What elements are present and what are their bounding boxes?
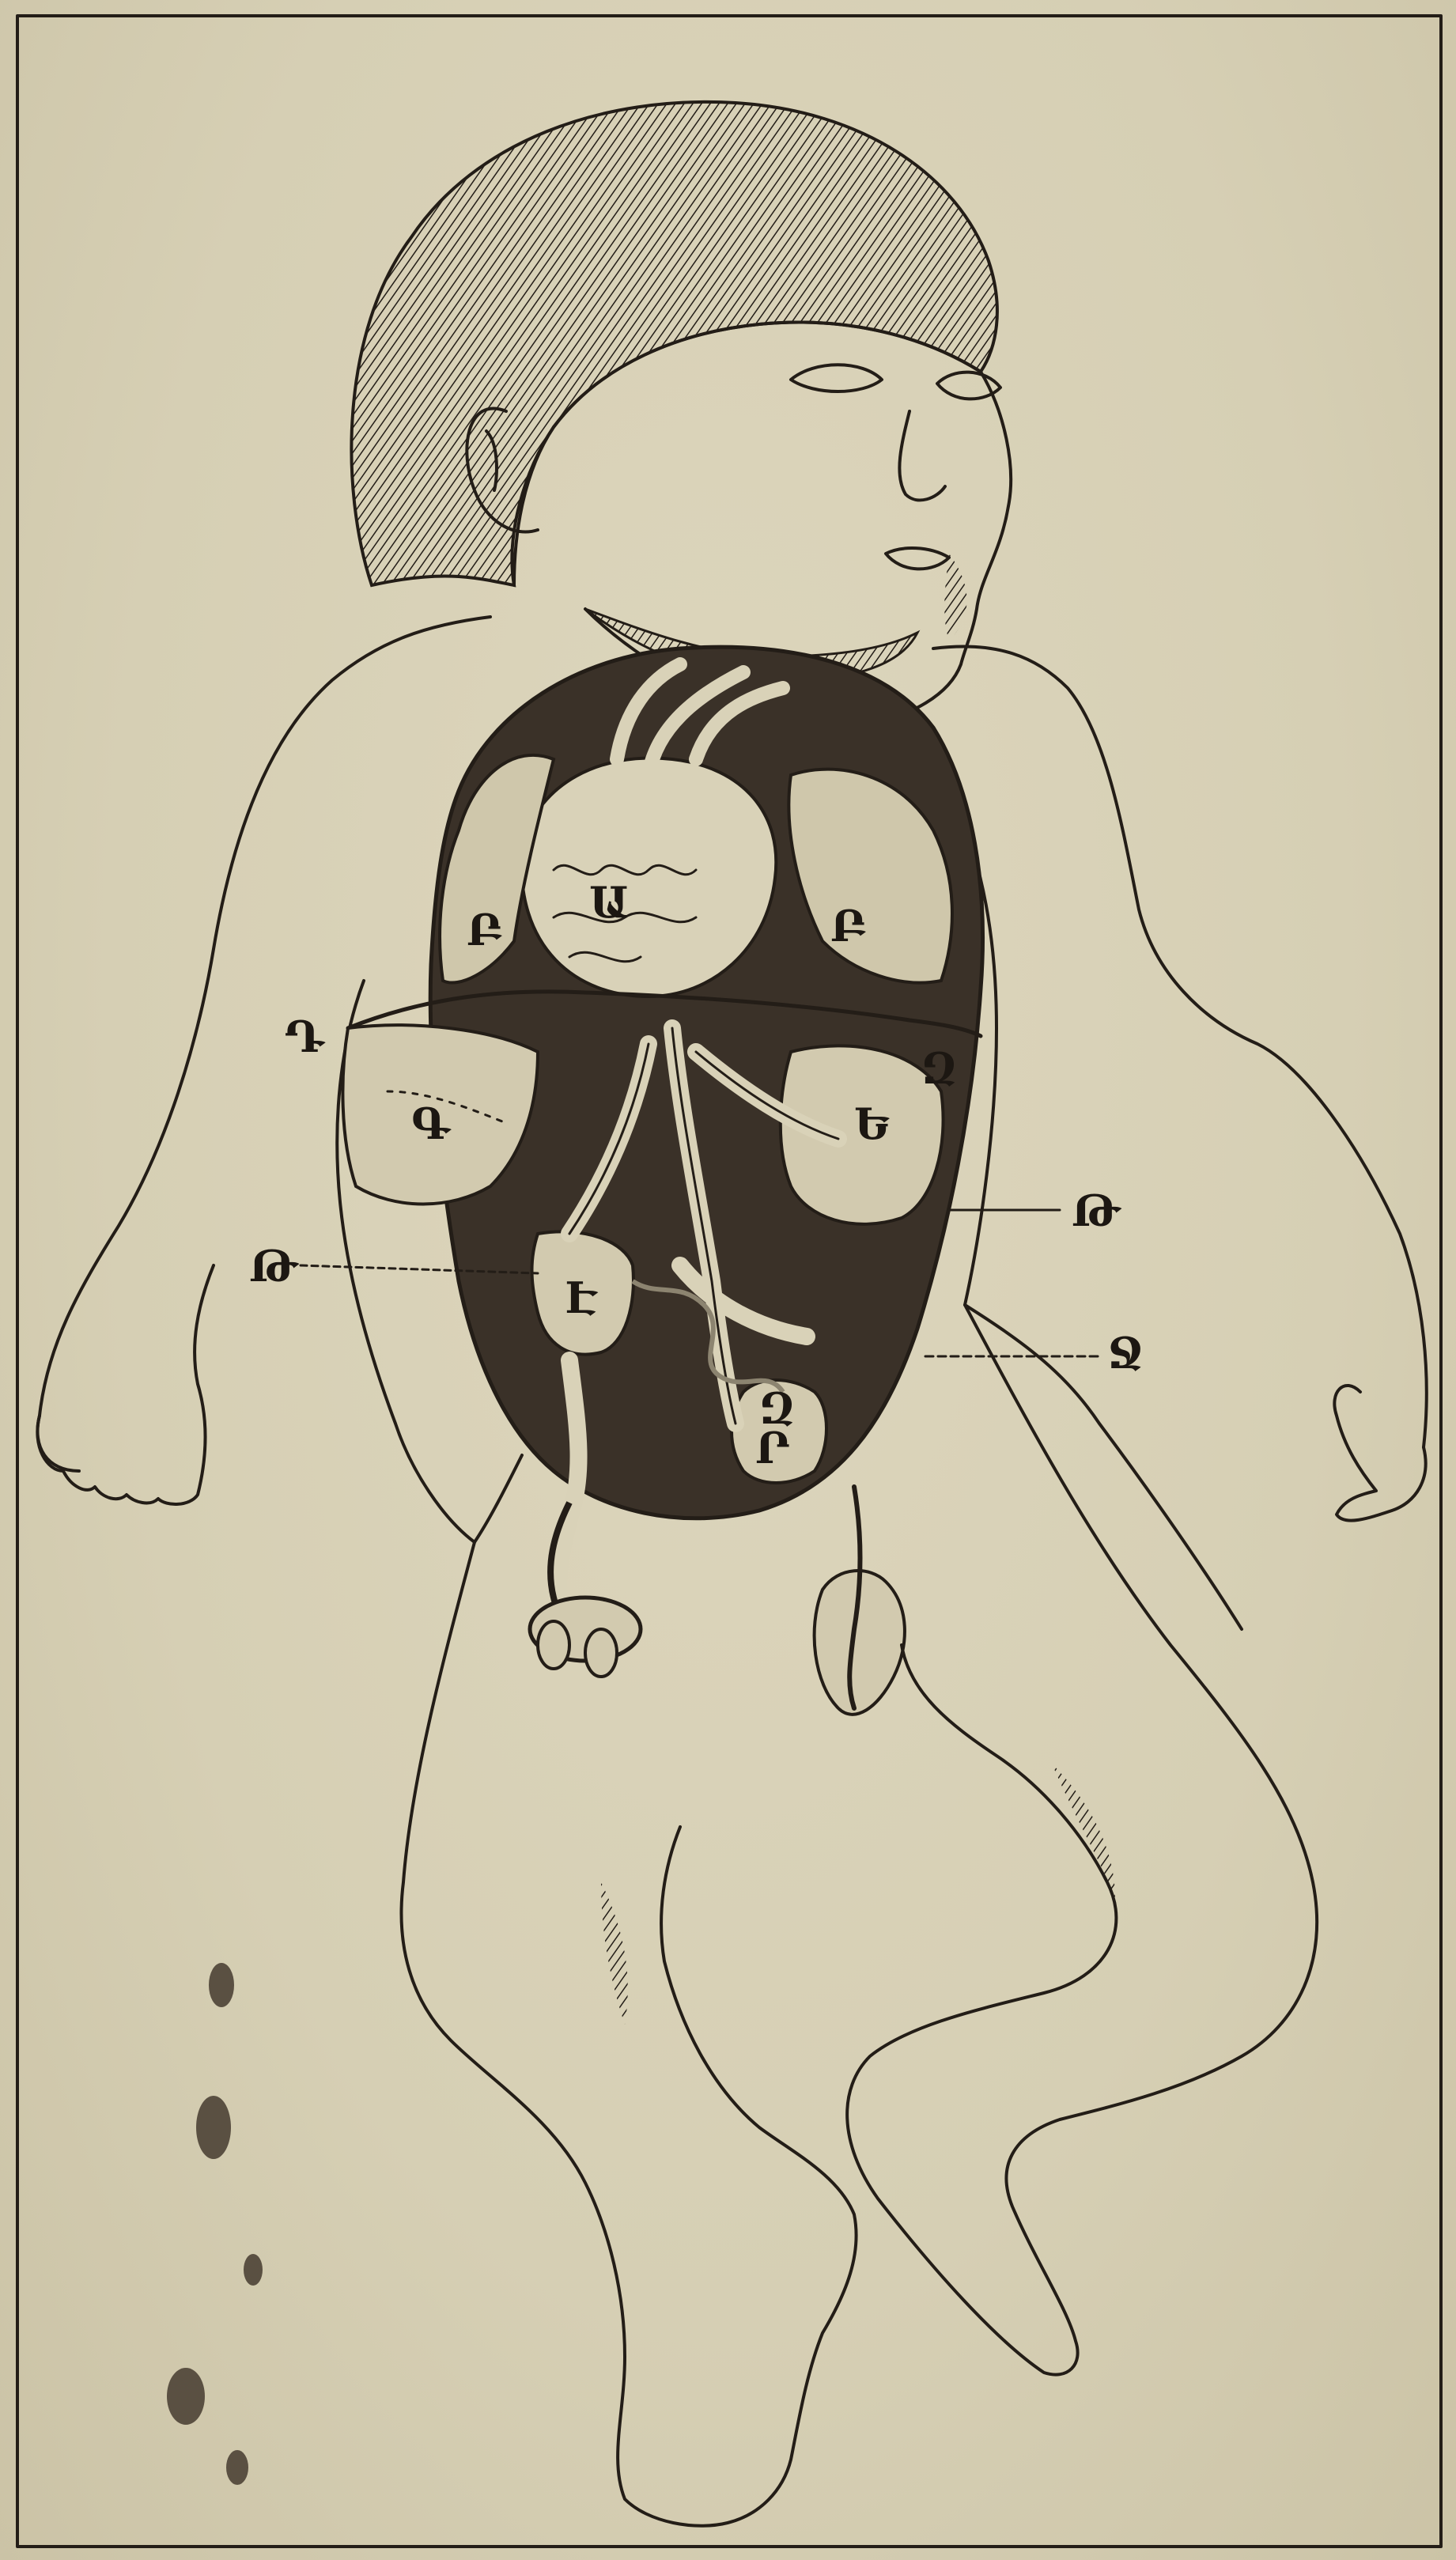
left-leg bbox=[402, 1542, 857, 2526]
chin-shadow bbox=[944, 554, 966, 641]
mouth bbox=[886, 548, 949, 569]
label-e2: Է bbox=[565, 1272, 599, 1323]
label-b-left-lung: Բ bbox=[467, 905, 502, 955]
label-a-heart: Ա bbox=[589, 877, 630, 928]
label-z-right: Զ bbox=[759, 1383, 794, 1434]
umbilical-knot bbox=[530, 1598, 641, 1677]
label-t-left: Թ bbox=[249, 1241, 300, 1291]
right-eye bbox=[937, 372, 1000, 399]
left-knee-shadow bbox=[601, 1882, 628, 2025]
right-leg bbox=[847, 1305, 1317, 2375]
ink-stains bbox=[167, 1963, 263, 2485]
left-eye bbox=[791, 365, 882, 391]
label-b-right-lung: Բ bbox=[830, 901, 866, 951]
nose bbox=[899, 411, 945, 500]
right-hand bbox=[1334, 1386, 1425, 1521]
label-d: Դ bbox=[285, 1012, 326, 1062]
label-g-liver: Գ bbox=[411, 1098, 452, 1149]
label-z-left: Զ bbox=[921, 1043, 956, 1094]
heart bbox=[521, 758, 776, 996]
label-e-stomach: Ե bbox=[854, 1098, 890, 1149]
label-t-right: Թ bbox=[1072, 1185, 1122, 1236]
label-j: Ջ bbox=[1107, 1328, 1144, 1378]
